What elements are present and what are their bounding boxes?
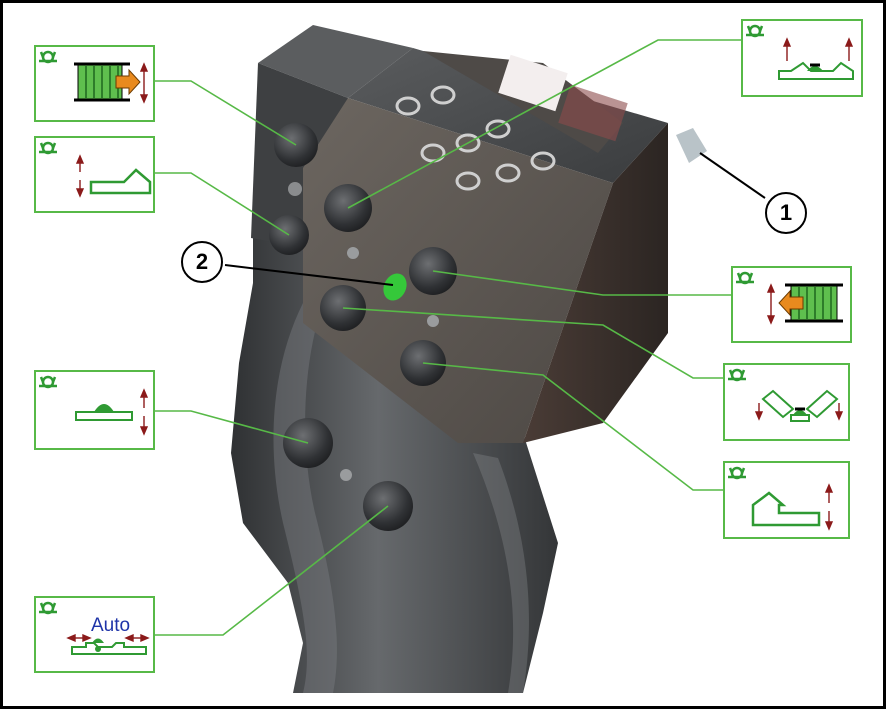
callout-reel-move-left <box>731 266 852 343</box>
power-crown-symbol-icon <box>746 24 764 38</box>
power-crown-symbol-icon <box>728 368 746 382</box>
side-sections-raise-icon <box>778 37 854 80</box>
power-crown-symbol-icon <box>736 271 754 285</box>
control-module <box>303 48 707 443</box>
callout-header-raise-lower-right <box>723 461 850 539</box>
power-crown-symbol-icon <box>39 601 57 615</box>
joystick-illustration <box>155 25 766 693</box>
leader-lines <box>155 39 741 636</box>
callout-auto-header-control: Auto <box>34 596 155 673</box>
indicator-led <box>383 273 407 301</box>
ref-leader-lines <box>224 152 766 286</box>
callout-header-raise-lower <box>34 136 155 213</box>
auto-label: Auto <box>91 615 131 636</box>
callout-side-sections-raise <box>741 19 863 97</box>
center-section-raise-lower-icon <box>75 388 149 436</box>
callout-center-section-raise-lower <box>34 370 155 450</box>
header-raise-lower-icon <box>75 154 152 198</box>
callout-side-sections-lower <box>723 363 850 441</box>
reference-number-2: 2 <box>181 241 223 283</box>
header-raise-lower-icon <box>751 483 834 531</box>
reel-move-right-icon <box>74 62 149 104</box>
auto-header-control-icon <box>66 633 150 655</box>
side-sections-lower-icon <box>754 389 844 422</box>
power-crown-symbol-icon <box>39 375 57 389</box>
reference-number-1: 1 <box>765 192 807 234</box>
callout-reel-move-right <box>34 45 155 122</box>
power-crown-symbol-icon <box>728 466 746 480</box>
reel-move-left-icon <box>766 283 843 325</box>
power-crown-symbol-icon <box>39 141 57 155</box>
power-crown-symbol-icon <box>39 50 57 64</box>
